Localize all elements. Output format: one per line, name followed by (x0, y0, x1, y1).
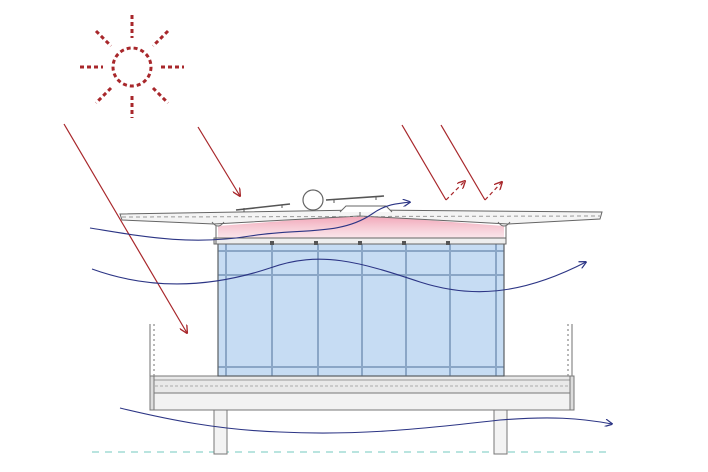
ridge-vent (339, 205, 393, 213)
glass-transoms (218, 250, 504, 368)
air-flows (89, 202, 612, 434)
solar-ray-1 (63, 123, 187, 333)
solar-panel-right (325, 195, 385, 201)
sun-disc (111, 46, 153, 88)
solar-panel-left (235, 203, 291, 211)
deck-edge-left (149, 375, 155, 411)
solar-rays (63, 123, 502, 333)
air-flow-roof (89, 202, 410, 241)
solar-ray-reflected-2 (440, 124, 486, 201)
glass-enclosure (217, 242, 505, 377)
deck-floor (149, 375, 575, 394)
roof-right-wing (359, 209, 603, 225)
deck-edge-right (569, 375, 575, 411)
gutter-left (211, 221, 225, 227)
roof-left-wing (119, 209, 361, 225)
solar-ray-reflected-1 (401, 124, 447, 201)
roof-vent-dome (302, 189, 324, 211)
roof-structure (119, 189, 603, 244)
air-flow-interior (91, 258, 586, 293)
ceiling-joists (270, 241, 450, 245)
sun-rays (80, 15, 184, 118)
air-flow-under-deck (119, 407, 612, 434)
solar-ray-2 (197, 126, 240, 196)
deck-beam (149, 392, 575, 411)
gutter-right (497, 221, 511, 227)
railings (149, 324, 573, 376)
sun-icon (80, 15, 184, 118)
deck-platform (149, 375, 575, 411)
